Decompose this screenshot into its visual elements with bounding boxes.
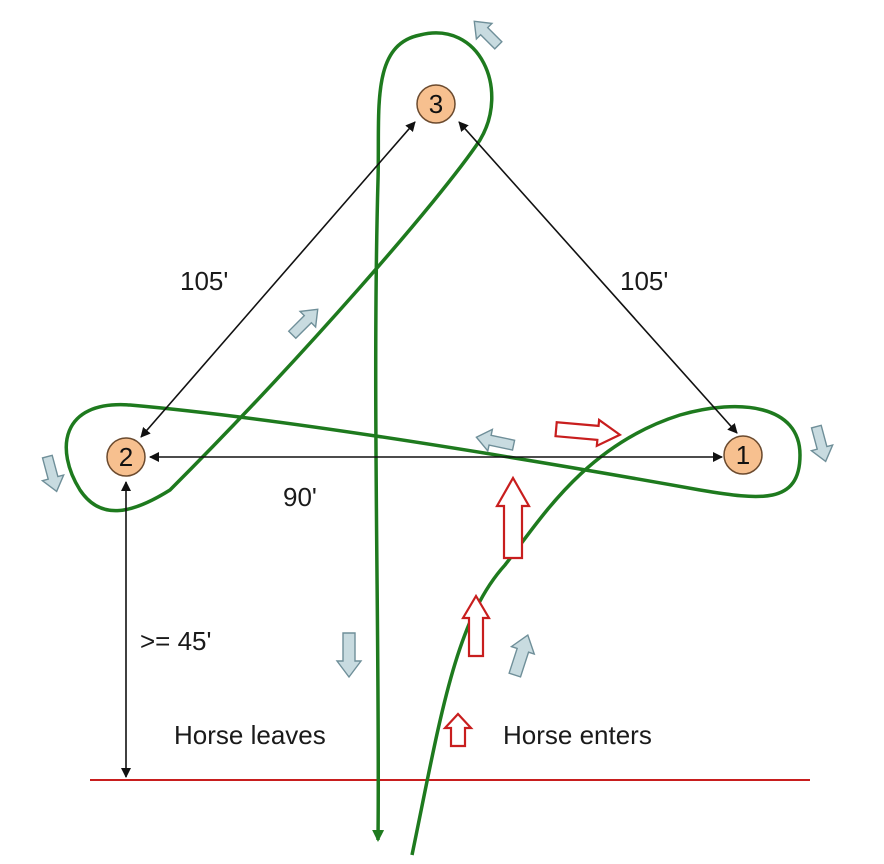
direction-arrow-left-barrel bbox=[40, 454, 65, 493]
entry-arrow-small bbox=[442, 712, 474, 748]
direction-arrow-right-barrel bbox=[809, 424, 834, 463]
direction-arrow-entry bbox=[508, 633, 536, 678]
barrel-3: 3 bbox=[416, 84, 456, 124]
barrel-2-label: 2 bbox=[119, 442, 133, 472]
direction-arrow-diagonal bbox=[287, 308, 319, 340]
barrel-1-label: 1 bbox=[736, 440, 750, 470]
entry-arrow-horizontal bbox=[554, 417, 623, 448]
measure-1-3 bbox=[458, 121, 738, 434]
entry-arrow-large bbox=[495, 475, 531, 560]
distance-left-label: 105' bbox=[180, 266, 228, 296]
entry-arrow-medium bbox=[461, 593, 491, 658]
distance-bottom-label: 90' bbox=[283, 482, 317, 512]
direction-arrow-top bbox=[473, 20, 503, 50]
barrel-1: 1 bbox=[723, 435, 763, 475]
distance-line-label: >= 45' bbox=[140, 626, 211, 656]
barrel-2: 2 bbox=[106, 437, 146, 477]
barrel-2-circle bbox=[106, 437, 146, 477]
direction-arrow-exit bbox=[335, 632, 363, 679]
measure-2-3 bbox=[140, 121, 416, 438]
distance-right-label: 105' bbox=[620, 266, 668, 296]
barrel-3-label: 3 bbox=[429, 89, 443, 119]
barrel-1-circle bbox=[723, 435, 763, 475]
barrel-3-circle bbox=[416, 84, 456, 124]
horse-leaves-label: Horse leaves bbox=[174, 720, 326, 750]
horse-enters-label: Horse enters bbox=[503, 720, 652, 750]
direction-arrow-center-left bbox=[475, 428, 516, 453]
